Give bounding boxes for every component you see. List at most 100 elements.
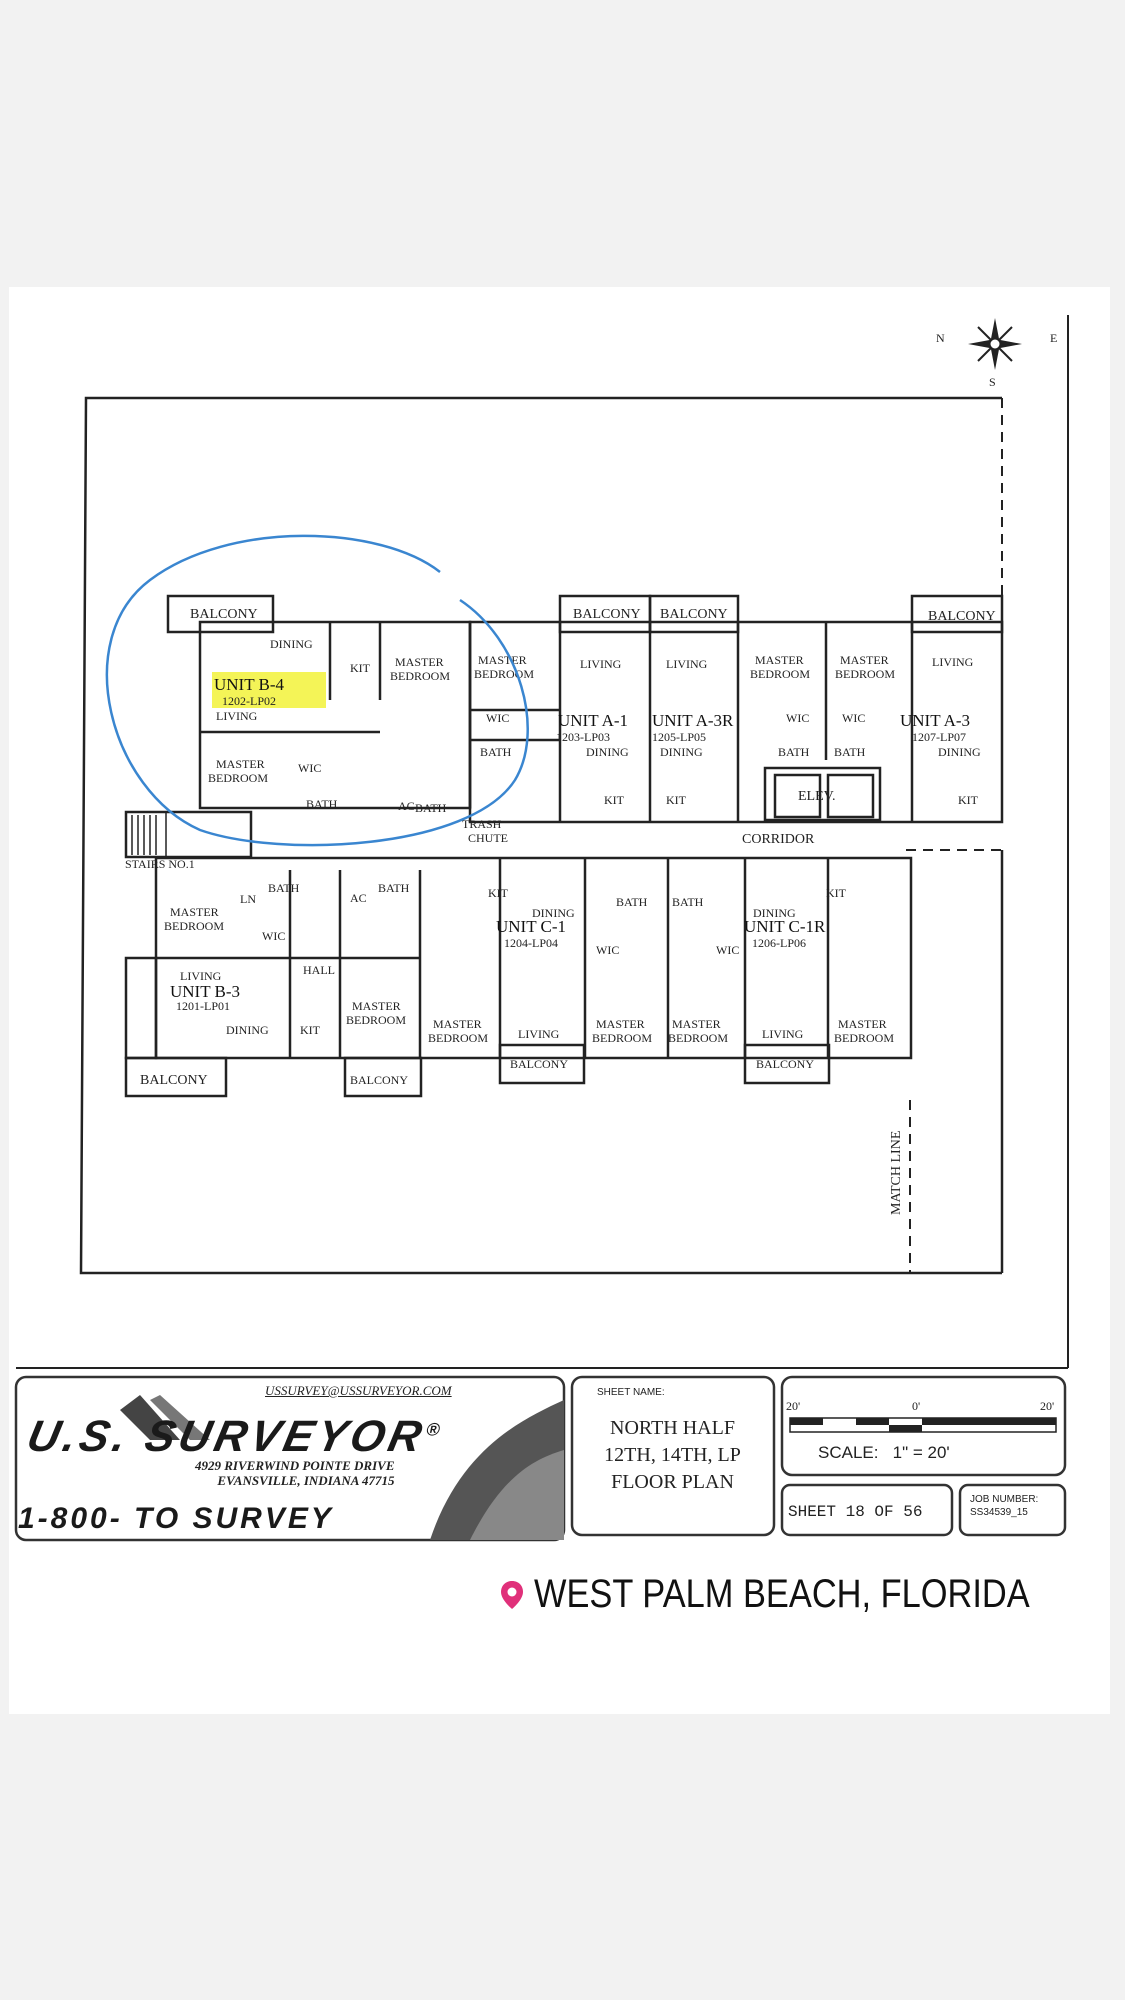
svg-text:BALCONY: BALCONY	[510, 1057, 568, 1071]
compass-east: E	[1050, 331, 1057, 345]
svg-text:KIT: KIT	[958, 793, 979, 807]
svg-text:LIVING: LIVING	[180, 969, 222, 983]
svg-text:WIC: WIC	[486, 711, 509, 725]
svg-text:BEDROOM: BEDROOM	[835, 667, 895, 681]
svg-text:BALCONY: BALCONY	[140, 1073, 208, 1088]
svg-text:UNIT A-3: UNIT A-3	[900, 711, 970, 730]
svg-text:WIC: WIC	[716, 943, 739, 957]
svg-text:BEDROOM: BEDROOM	[428, 1031, 488, 1045]
svg-text:20': 20'	[786, 1399, 800, 1413]
svg-text:BEDROOM: BEDROOM	[668, 1031, 728, 1045]
elevator-label: ELEV.	[798, 789, 835, 804]
stairs-label: STAIRS NO.1	[125, 857, 195, 871]
svg-text:MASTER: MASTER	[352, 999, 401, 1013]
svg-text:BALCONY: BALCONY	[928, 609, 996, 624]
svg-text:1205-LP05: 1205-LP05	[652, 730, 706, 744]
sheet-number: SHEET 18 OF 56	[788, 1503, 923, 1521]
svg-text:MASTER: MASTER	[395, 655, 444, 669]
svg-text:WIC: WIC	[842, 711, 865, 725]
match-line-label: MATCH LINE	[889, 1131, 904, 1215]
svg-text:LIVING: LIVING	[580, 657, 622, 671]
svg-text:BATH: BATH	[306, 797, 338, 811]
stairs	[125, 811, 167, 858]
svg-text:MASTER: MASTER	[433, 1017, 482, 1031]
svg-text:BATH: BATH	[834, 745, 866, 759]
svg-text:BEDROOM: BEDROOM	[208, 771, 268, 785]
svg-text:BEDROOM: BEDROOM	[474, 667, 534, 681]
job-number: JOB NUMBER: SS34539_15	[970, 1494, 1039, 1518]
svg-text:MASTER: MASTER	[838, 1017, 887, 1031]
svg-text:WIC: WIC	[298, 761, 321, 775]
logo-email: USSURVEY@USSURVEYOR.COM	[265, 1383, 452, 1398]
svg-text:UNIT C-1: UNIT C-1	[496, 917, 566, 936]
svg-text:KIT: KIT	[350, 661, 371, 675]
svg-text:BATH: BATH	[415, 801, 447, 815]
svg-text:BATH: BATH	[378, 881, 410, 895]
svg-text:DINING: DINING	[938, 745, 981, 759]
svg-text:TRASH: TRASH	[462, 817, 502, 831]
svg-text:BATH: BATH	[778, 745, 810, 759]
svg-text:LIVING: LIVING	[518, 1027, 560, 1041]
svg-text:BEDROOM: BEDROOM	[390, 669, 450, 683]
svg-text:LIVING: LIVING	[762, 1027, 804, 1041]
svg-text:BEDROOM: BEDROOM	[164, 919, 224, 933]
svg-text:KIT: KIT	[666, 793, 687, 807]
svg-text:LIVING: LIVING	[666, 657, 708, 671]
svg-text:WIC: WIC	[262, 929, 285, 943]
svg-text:BEDROOM: BEDROOM	[834, 1031, 894, 1045]
location-text: WEST PALM BEACH, FLORIDA	[534, 1572, 1030, 1616]
corridor-label: CORRIDOR	[742, 832, 815, 847]
svg-text:KIT: KIT	[300, 1023, 321, 1037]
svg-text:BALCONY: BALCONY	[573, 607, 641, 622]
svg-text:BALCONY: BALCONY	[660, 607, 728, 622]
svg-text:HALL: HALL	[303, 963, 335, 977]
svg-text:0': 0'	[912, 1399, 920, 1413]
svg-text:AC: AC	[350, 891, 367, 905]
svg-text:DINING: DINING	[270, 637, 313, 651]
svg-text:20': 20'	[1040, 1399, 1054, 1413]
sheet-name: NORTH HALF 12TH, 14TH, LP FLOOR PLAN	[604, 1417, 741, 1493]
svg-text:DINING: DINING	[753, 906, 796, 920]
svg-text:MASTER: MASTER	[840, 653, 889, 667]
compass-south: S	[989, 375, 996, 389]
svg-text:BATH: BATH	[616, 895, 648, 909]
svg-text:DINING: DINING	[660, 745, 703, 759]
svg-text:UNIT A-1: UNIT A-1	[558, 711, 628, 730]
company-address: 4929 RIVERWIND POINTE DRIVE EVANSVILLE, …	[195, 1458, 395, 1488]
svg-text:DINING: DINING	[586, 745, 629, 759]
svg-text:LIVING: LIVING	[216, 709, 258, 723]
svg-text:UNIT C-1R: UNIT C-1R	[744, 917, 826, 936]
svg-text:BALCONY: BALCONY	[756, 1057, 814, 1071]
sheet-name-label: SHEET NAME:	[597, 1387, 665, 1398]
svg-text:BALCONY: BALCONY	[350, 1073, 408, 1087]
svg-text:LN: LN	[240, 892, 256, 906]
north-arrow-icon: N E S	[936, 318, 1057, 389]
unit-b4-highlight	[212, 672, 326, 708]
svg-text:KIT: KIT	[604, 793, 625, 807]
svg-text:1206-LP06: 1206-LP06	[752, 936, 806, 950]
svg-text:KIT: KIT	[826, 886, 847, 900]
svg-text:UNIT B-3: UNIT B-3	[170, 982, 240, 1001]
svg-text:MASTER: MASTER	[478, 653, 527, 667]
svg-text:MASTER: MASTER	[216, 757, 265, 771]
svg-text:1201-LP01: 1201-LP01	[176, 999, 230, 1013]
svg-text:UNIT A-3R: UNIT A-3R	[652, 711, 734, 730]
svg-text:WIC: WIC	[596, 943, 619, 957]
svg-text:BEDROOM: BEDROOM	[592, 1031, 652, 1045]
svg-text:BALCONY: BALCONY	[190, 607, 258, 622]
svg-text:WIC: WIC	[786, 711, 809, 725]
location-pin-icon	[501, 1580, 523, 1609]
company-logo-name: U.S. SURVEYOR®	[22, 1412, 446, 1461]
svg-text:1203-LP03: 1203-LP03	[556, 730, 610, 744]
svg-text:AC: AC	[398, 799, 415, 813]
logo-map-graphic	[120, 1395, 564, 1540]
scale-bar: 20' 0' 20'	[786, 1399, 1057, 1433]
svg-text:LIVING: LIVING	[932, 655, 974, 669]
svg-text:1204-LP04: 1204-LP04	[504, 936, 558, 950]
svg-text:DINING: DINING	[532, 906, 575, 920]
svg-text:MASTER: MASTER	[755, 653, 804, 667]
compass-north: N	[936, 331, 945, 345]
unit-b4-label: UNIT B-4	[214, 675, 285, 694]
svg-text:BATH: BATH	[268, 881, 300, 895]
